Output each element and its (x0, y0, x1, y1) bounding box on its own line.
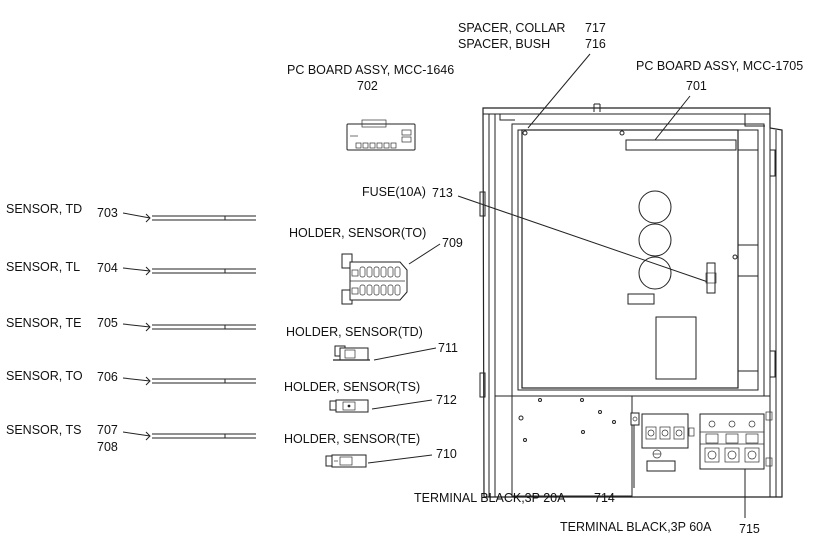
spacer-collar-label: SPACER, COLLAR (458, 21, 565, 35)
leader-holder-te (367, 454, 433, 464)
sensor-td-label: SENSOR, TD (6, 202, 82, 216)
sensor-to-number: 706 (97, 370, 118, 384)
sensor-ts-number-2: 708 (97, 440, 118, 454)
sensor-to-label: SENSOR, TO (6, 369, 83, 383)
leader-holder-td (373, 347, 437, 361)
holder-te-part (325, 454, 367, 468)
terminal-60a-part (699, 411, 773, 470)
sensor-td-group: SENSOR, TD 703 (6, 202, 256, 223)
terminal-60a-label: TERMINAL BLACK,3P 60A (560, 520, 712, 534)
leader-spacer (527, 53, 591, 129)
spacer-collar-number: 717 (585, 21, 606, 35)
holder-te-label: HOLDER, SENSOR(TE) (284, 432, 420, 446)
holder-ts-number: 712 (436, 393, 457, 407)
fuse-part (705, 262, 717, 294)
holder-to-label: HOLDER, SENSOR(TO) (289, 226, 426, 240)
leader-holder-ts (371, 399, 433, 410)
holder-to-part (341, 253, 408, 305)
sensor-ts-label: SENSOR, TS (6, 423, 81, 437)
sensor-tl-group: SENSOR, TL 704 (6, 260, 256, 276)
pcb-1705-part (521, 129, 739, 389)
sensor-to-group: SENSOR, TO 706 (6, 369, 256, 386)
sensor-te-label: SENSOR, TE (6, 316, 81, 330)
pcb-1646-label: PC BOARD ASSY, MCC-1646 (287, 63, 454, 77)
sensor-tl-label: SENSOR, TL (6, 260, 80, 274)
holder-td-number: 711 (438, 341, 458, 355)
holder-ts-label: HOLDER, SENSOR(TS) (284, 380, 420, 394)
terminal-20a-number: 714 (594, 491, 615, 505)
terminal-20a-part (630, 412, 695, 472)
spacer-bush-number: 716 (585, 37, 606, 51)
sensor-td-number: 703 (97, 206, 118, 220)
sensor-ts-number: 707 (97, 423, 118, 437)
sensor-tl-number: 704 (97, 261, 118, 275)
main-unit-panel (479, 103, 783, 498)
spacer-bush-label: SPACER, BUSH (458, 37, 550, 51)
pcb-1646-part (346, 119, 416, 151)
fuse-label: FUSE(10A) (362, 185, 426, 199)
holder-td-label: HOLDER, SENSOR(TD) (286, 325, 423, 339)
holder-ts-part (329, 399, 369, 413)
pcb-1705-label: PC BOARD ASSY, MCC-1705 (636, 59, 803, 73)
terminal-60a-number: 715 (739, 522, 760, 536)
holder-te-number: 710 (436, 447, 457, 461)
pcb-1646-number: 702 (357, 79, 378, 93)
holder-td-part (333, 345, 370, 361)
sensor-te-number: 705 (97, 316, 118, 330)
fuse-number: 713 (432, 186, 453, 200)
holder-to-number: 709 (442, 236, 463, 250)
leader-pcb-1705 (654, 95, 691, 141)
sensor-te-group: SENSOR, TE 705 (6, 316, 256, 332)
terminal-20a-label: TERMINAL BLACK,3P 20A (414, 491, 566, 505)
sensor-ts-group: SENSOR, TS 707 708 (6, 423, 256, 454)
leader-holder-to (408, 243, 441, 265)
pcb-1705-number: 701 (686, 79, 707, 93)
leader-fuse (457, 195, 709, 283)
